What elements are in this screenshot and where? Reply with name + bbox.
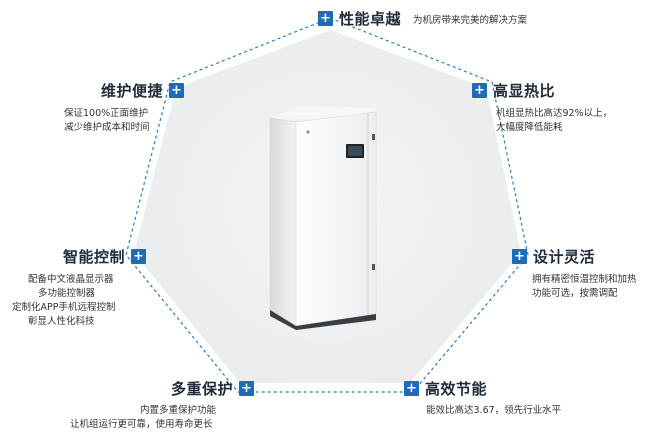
feature-maintenance: 维护便捷 + 保证100%正面维护 减少维护成本和时间 bbox=[40, 80, 184, 135]
feature-title: 高效节能 bbox=[425, 380, 488, 398]
feature-flexible-design: + 设计灵活 拥有精密恒温控制和加热 功能可选，按需调配 bbox=[512, 246, 637, 301]
feature-desc-line: 拥有精密恒温控制和加热 bbox=[532, 274, 637, 285]
feature-title: 多重保护 bbox=[170, 380, 233, 398]
plus-icon[interactable]: + bbox=[512, 249, 527, 264]
feature-desc-line: 保证100%正面维护 bbox=[64, 108, 149, 119]
plus-icon[interactable]: + bbox=[318, 11, 333, 26]
feature-desc-line: 机组显热比高达92%以上， bbox=[496, 108, 613, 119]
feature-title: 性能卓越 bbox=[339, 10, 402, 28]
feature-title: 高显热比 bbox=[493, 82, 556, 100]
feature-desc-line: 减少维护成本和时间 bbox=[64, 122, 150, 133]
feature-protection: 多重保护 + 内置多重保护功能 让机组运行更可靠，使用寿命更长 bbox=[70, 378, 254, 432]
feature-desc-line: 为机房带来完美的解决方案 bbox=[413, 14, 528, 26]
plus-icon[interactable]: + bbox=[404, 381, 419, 396]
feature-desc-line: 让机组运行更可靠，使用寿命更长 bbox=[70, 419, 213, 430]
plus-icon[interactable]: + bbox=[239, 381, 254, 396]
feature-desc-line: 大幅度降低能耗 bbox=[496, 122, 563, 133]
feature-title: 设计灵活 bbox=[533, 248, 596, 266]
plus-icon[interactable]: + bbox=[472, 83, 487, 98]
plus-icon[interactable]: + bbox=[169, 83, 184, 98]
plus-icon[interactable]: + bbox=[131, 249, 146, 264]
feature-smart-control: 智能控制 + 配备中文液晶显示器 多功能控制器 定制化APP手机远程控制 彰显人… bbox=[6, 246, 146, 329]
precision-air-conditioner-image bbox=[269, 106, 380, 330]
feature-desc-line: 配备中文液晶显示器 bbox=[28, 274, 114, 285]
feature-title: 维护便捷 bbox=[100, 82, 163, 100]
feature-title: 智能控制 bbox=[62, 248, 125, 266]
feature-desc-line: 彰显人性化科技 bbox=[28, 316, 95, 327]
feature-performance: + 性能卓越 为机房带来完美的解决方案 bbox=[318, 8, 527, 29]
feature-sensible-heat: + 高显热比 机组显热比高达92%以上， 大幅度降低能耗 bbox=[472, 80, 612, 135]
feature-desc-line: 多功能控制器 bbox=[38, 288, 96, 299]
feature-efficiency: + 高效节能 能效比高达3.67，领先行业水平 bbox=[404, 378, 561, 418]
feature-desc-line: 定制化APP手机远程控制 bbox=[12, 302, 116, 313]
feature-desc-line: 内置多重保护功能 bbox=[140, 405, 217, 416]
feature-desc-line: 能效比高达3.67，领先行业水平 bbox=[426, 405, 562, 416]
feature-desc-line: 功能可选，按需调配 bbox=[532, 288, 618, 299]
